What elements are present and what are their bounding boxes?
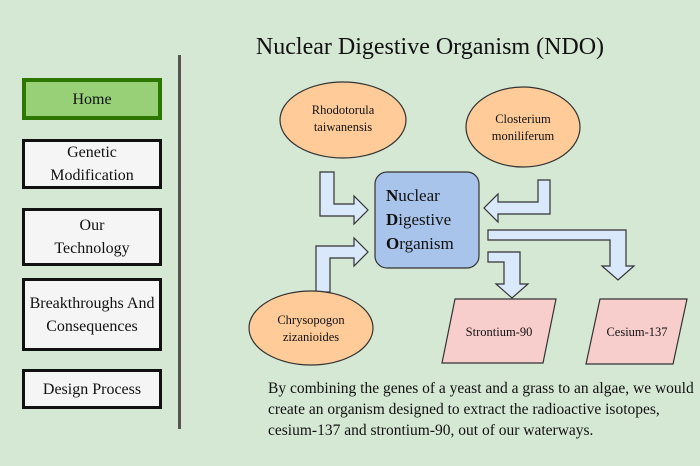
arrow-rhodotorula-to-ndo — [319, 171, 369, 226]
label-strontium-90: Strontium-90 — [465, 324, 533, 339]
node-closterium-moniliferum — [465, 86, 581, 168]
node-rhodotorula-taiwanensis — [279, 81, 407, 159]
arrow-chrysopogon-to-ndo — [315, 236, 369, 293]
nav-button-home[interactable]: Home — [22, 78, 162, 120]
label-rhodotorula-taiwanensis: Rhodotorula taiwanensis — [311, 103, 375, 134]
label-chrysopogon-zizanioides: Chrysopogon zizanioides — [277, 313, 345, 344]
nav-divider — [178, 55, 181, 429]
arrow-closterium-to-ndo — [483, 179, 551, 224]
node-strontium-90 — [441, 298, 557, 364]
page-description: By combining the genes of a yeast and a … — [268, 380, 694, 439]
arrow-ndo-to-cesium — [487, 229, 636, 281]
label-closterium-moniliferum: Closterium moniliferum — [491, 112, 555, 143]
page-title: Nuclear Digestive Organism (NDO) — [255, 34, 605, 60]
node-cesium-137 — [585, 298, 688, 365]
label-nuclear-digestive-organism: Nuclear Digestive Organism — [386, 186, 454, 253]
arrow-ndo-to-strontium — [487, 251, 530, 299]
nav-label-design-process: Design Process — [42, 380, 142, 398]
node-chrysopogon-zizanioides — [248, 290, 374, 366]
nav-label-home: Home — [72, 90, 112, 108]
nav-button-design-process[interactable]: Design Process — [22, 369, 162, 409]
node-nuclear-digestive-organism — [374, 171, 480, 269]
label-cesium-137: Cesium-137 — [606, 324, 668, 339]
